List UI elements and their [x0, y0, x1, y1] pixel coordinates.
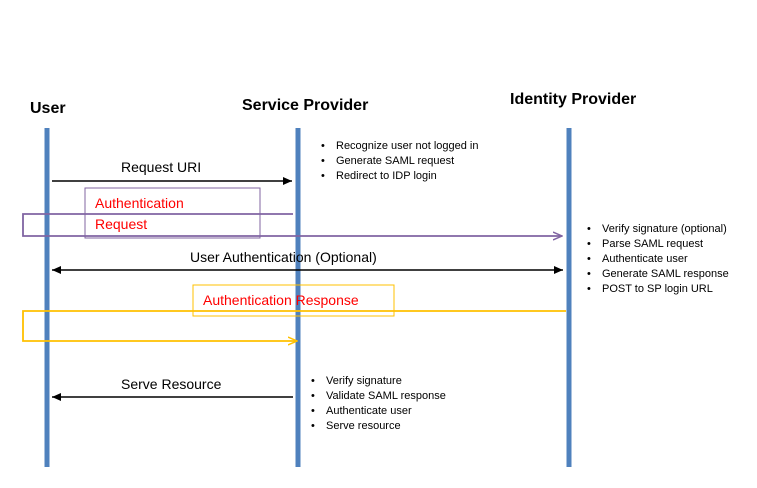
- note-item: Verify signature: [311, 374, 446, 389]
- note-item: Redirect to IDP login: [321, 169, 478, 184]
- note-item: Authenticate user: [587, 252, 729, 267]
- authentication-request-label-line1: Authentication: [95, 195, 184, 211]
- actor-service-provider: Service Provider: [242, 97, 369, 114]
- note-item: Generate SAML request: [321, 154, 478, 169]
- actor-user: User: [30, 100, 66, 117]
- note-item: Authenticate user: [311, 404, 446, 419]
- authentication-response-label: Authentication Response: [203, 292, 359, 308]
- note-item: Validate SAML response: [311, 389, 446, 404]
- request-uri-label: Request URI: [121, 159, 202, 175]
- authentication-request-arrow: [22, 213, 562, 236]
- sp-request-notes: Recognize user not logged in Generate SA…: [321, 139, 478, 184]
- serve-resource-label: Serve Resource: [121, 376, 222, 392]
- user-authentication-label: User Authentication (Optional): [190, 249, 377, 265]
- actor-identity-provider: Identity Provider: [510, 91, 637, 108]
- note-item: Serve resource: [311, 419, 446, 434]
- authentication-request-box: [84, 187, 261, 239]
- note-item: POST to SP login URL: [587, 282, 729, 297]
- authentication-response-arrow: [22, 310, 566, 341]
- note-item: Generate SAML response: [587, 267, 729, 282]
- note-item: Verify signature (optional): [587, 222, 729, 237]
- authentication-request-label-line2: Request: [95, 216, 148, 232]
- idp-request-notes: Verify signature (optional) Parse SAML r…: [587, 222, 729, 297]
- note-item: Recognize user not logged in: [321, 139, 478, 154]
- note-item: Parse SAML request: [587, 237, 729, 252]
- authentication-response-box: [192, 284, 395, 317]
- sp-response-notes: Verify signature Validate SAML response …: [311, 374, 446, 434]
